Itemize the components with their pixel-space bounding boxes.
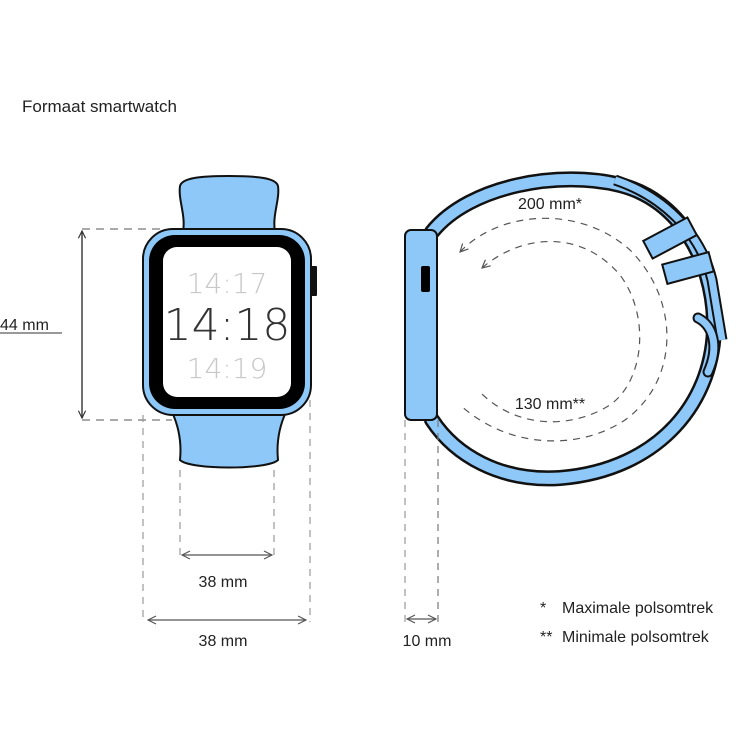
time-previous: 14:17 [187, 267, 268, 300]
time-next: 14:19 [187, 352, 268, 385]
watch-screen [163, 247, 291, 397]
watch-case-side [404, 229, 438, 421]
top-band [178, 174, 280, 233]
page-title: Formaat smartwatch [22, 97, 177, 116]
strap-keeper-1 [641, 216, 699, 260]
case-width-label: 38 mm [199, 633, 248, 650]
max-circumference-arc [460, 217, 668, 442]
legend-mark: * [540, 600, 547, 617]
legend-item-max: * Maximale polsomtrek [540, 600, 713, 618]
thickness-label: 10 mm [403, 633, 452, 650]
legend-text: Maximale polsomtrek [562, 600, 714, 617]
height-label: 44 mm [0, 317, 49, 334]
min-circumference-arc [479, 240, 641, 423]
strap-keeper-2 [661, 250, 715, 286]
max-circumference-label: 200 mm* [518, 196, 582, 213]
time-current: 14:18 [164, 300, 291, 351]
side-button [421, 266, 430, 292]
side-view: 200 mm* 130 mm** 10 mm [403, 171, 728, 650]
bottom-band [170, 411, 288, 469]
legend-item-min: ** Minimale polsomtrek [540, 629, 709, 647]
legend-mark: ** [540, 629, 553, 646]
min-circumference-label: 130 mm** [515, 396, 585, 413]
front-view: 14:17 14:18 14:19 44 mm 38 mm 38 mm [0, 174, 317, 650]
band-width-label: 38 mm [199, 574, 248, 591]
legend-text: Minimale polsomtrek [562, 629, 709, 646]
